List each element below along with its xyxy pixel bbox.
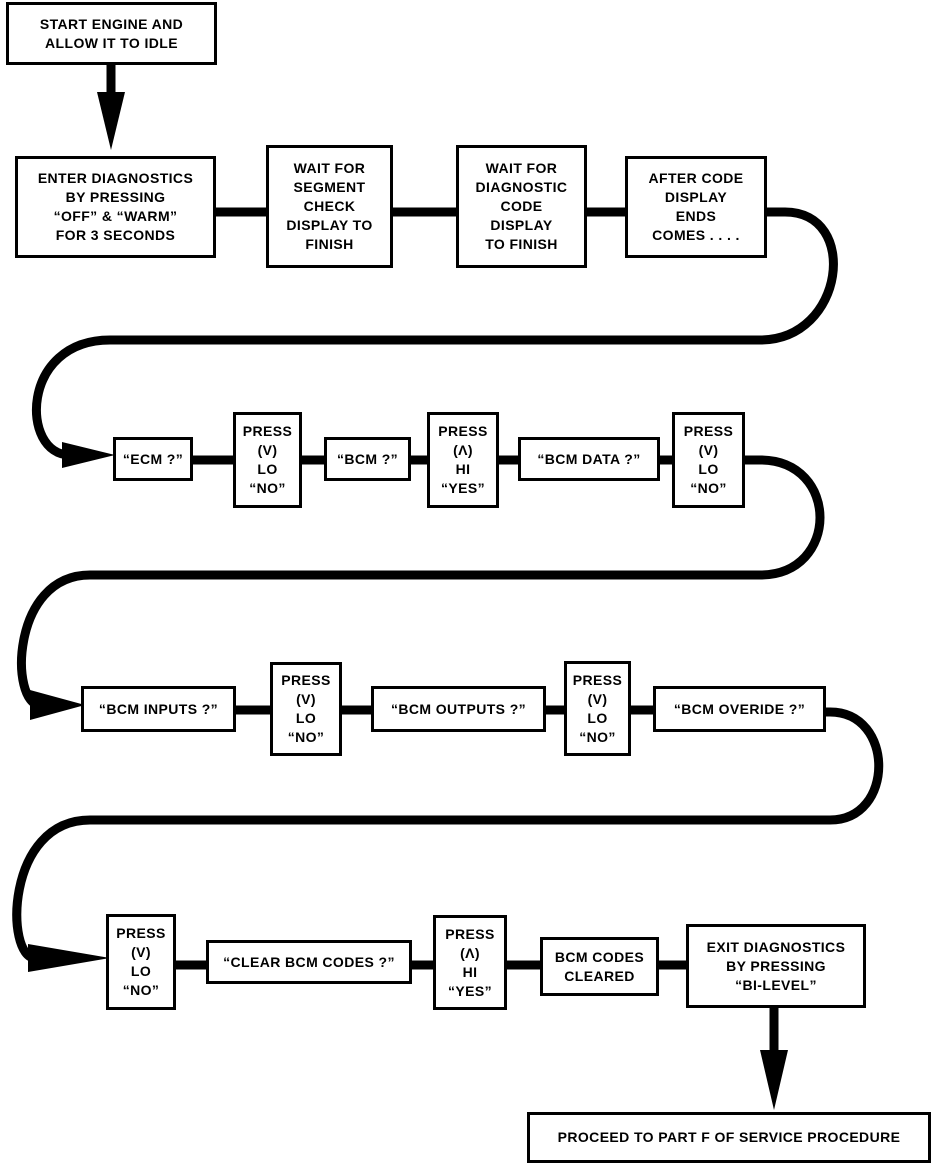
prompt-bcm-outputs: “BCM OUTPUTS ?” [371,686,546,732]
step-wait-segment-check-line: CHECK [303,198,356,214]
prompt-clear-bcm-codes-text: “CLEAR BCM CODES ?” [223,953,395,970]
connector-row2-loop [17,455,825,710]
step-wait-diagnostic-code-line: DIAGNOSTIC [475,179,568,195]
step-wait-diagnostic-code-line: WAIT FOR [485,160,558,176]
step-enter-diagnostics-line: ENTER DIAGNOSTICS [37,170,194,186]
step-after-code-display-line: AFTER CODE [648,170,744,186]
step-exit-diagnostics-line: BY PRESSING [726,957,826,974]
prompt-bcm-override: “BCM OVERIDE ?” [653,686,826,732]
press-no-6-line: (V) [131,944,151,960]
press-no-3: PRESS (V) LO “NO” [672,412,745,508]
prompt-bcm-text: “BCM ?” [336,450,399,467]
prompt-bcm-inputs: “BCM INPUTS ?” [81,686,236,732]
step-start-engine-line: ALLOW IT TO IDLE [45,34,178,51]
prompt-ecm-text: “ECM ?” [122,450,184,467]
press-no-6-line: PRESS [116,925,166,941]
press-no-3-line: LO [698,461,719,477]
prompt-ecm: “ECM ?” [113,437,193,481]
prompt-bcm-outputs-text: “BCM OUTPUTS ?” [390,700,527,717]
press-no-4-line: LO [295,710,317,726]
press-no-1-line: (V) [257,442,278,458]
step-enter-diagnostics-line: BY PRESSING [65,189,166,205]
step-exit-diagnostics-line: “BI-LEVEL” [735,976,817,993]
press-yes-7-line: PRESS [445,925,495,942]
press-no-3-line: PRESS [683,423,734,439]
step-wait-diagnostic-code-line: DISPLAY [490,217,553,233]
step-start-engine-line: START ENGINE AND [39,15,184,32]
step-wait-segment-check-line: FINISH [305,236,354,252]
arrowhead-right-row4 [28,944,110,972]
step-after-code-display-line: DISPLAY [664,189,728,205]
press-yes-2: PRESS (Λ) HI “YES” [427,412,499,508]
press-no-4: PRESS (V) LO “NO” [270,662,342,756]
arrowhead-right-ecm [62,442,115,468]
step-exit-diagnostics-line: EXIT DIAGNOSTICS [706,938,846,955]
press-no-3-line: “NO” [690,480,727,496]
step-proceed-part-f-line: PROCEED TO PART F OF SERVICE PROCEDURE [557,1129,901,1145]
step-bcm-codes-cleared: BCM CODES CLEARED [540,937,659,996]
press-no-6-line: LO [130,963,152,979]
connector-row3-loop [12,707,884,963]
prompt-clear-bcm-codes: “CLEAR BCM CODES ?” [206,940,412,984]
prompt-bcm-data: “BCM DATA ?” [518,437,660,481]
press-yes-2-line: PRESS [438,423,488,439]
press-yes-2-line: “YES” [440,480,485,496]
arrowhead-down-proceed [760,1050,788,1110]
step-wait-diagnostic-code-line: CODE [500,198,543,214]
press-no-6-line: “NO” [122,982,160,998]
step-start-engine: START ENGINE AND ALLOW IT TO IDLE [6,2,217,65]
press-no-3-line: (V) [698,442,719,458]
press-yes-7-line: (Λ) [460,944,480,961]
step-wait-segment-check-line: DISPLAY TO [286,217,373,233]
press-yes-2-line: HI [455,461,471,477]
prompt-bcm: “BCM ?” [324,437,411,481]
prompt-bcm-override-text: “BCM OVERIDE ?” [673,700,806,717]
press-no-5-line: (V) [587,690,608,707]
step-after-code-display-line: COMES . . . . [652,227,740,243]
press-no-5-line: PRESS [572,671,623,688]
arrowhead-down-start [97,92,125,150]
prompt-bcm-data-text: “BCM DATA ?” [537,450,641,467]
step-after-code-display: AFTER CODE DISPLAY ENDS COMES . . . . [625,156,767,258]
press-no-5-line: “NO” [579,728,616,745]
press-no-5: PRESS (V) LO “NO” [564,661,631,756]
prompt-bcm-inputs-text: “BCM INPUTS ?” [98,700,219,717]
press-no-1-line: PRESS [242,423,293,439]
connector-row1-loop [31,207,838,460]
press-no-1-line: LO [257,461,278,477]
press-no-4-line: “NO” [287,729,325,745]
press-no-5-line: LO [587,709,608,726]
press-no-4-line: PRESS [281,672,331,688]
step-enter-diagnostics-line: “OFF” & “WARM” [53,208,178,224]
press-no-6: PRESS (V) LO “NO” [106,914,176,1010]
step-wait-diagnostic-code-line: TO FINISH [485,236,558,252]
step-wait-diagnostic-code: WAIT FOR DIAGNOSTIC CODE DISPLAY TO FINI… [456,145,587,268]
arrowhead-right-inputs [30,690,85,720]
press-yes-7: PRESS (Λ) HI “YES” [433,915,507,1010]
step-bcm-codes-cleared-line: BCM CODES [554,948,645,965]
press-no-1-line: “NO” [249,480,286,496]
step-proceed-part-f: PROCEED TO PART F OF SERVICE PROCEDURE [527,1112,931,1163]
step-wait-segment-check: WAIT FOR SEGMENT CHECK DISPLAY TO FINISH [266,145,393,268]
press-yes-7-line: “YES” [447,982,492,999]
press-yes-2-line: (Λ) [453,442,473,458]
step-exit-diagnostics: EXIT DIAGNOSTICS BY PRESSING “BI-LEVEL” [686,924,866,1008]
press-no-4-line: (V) [296,691,316,707]
press-yes-7-line: HI [462,963,478,980]
step-enter-diagnostics-line: FOR 3 SECONDS [55,227,176,243]
step-bcm-codes-cleared-line: CLEARED [564,967,635,984]
step-wait-segment-check-line: SEGMENT [293,179,366,195]
step-wait-segment-check-line: WAIT FOR [293,160,366,176]
step-after-code-display-line: ENDS [675,208,717,224]
step-enter-diagnostics: ENTER DIAGNOSTICS BY PRESSING “OFF” & “W… [15,156,216,258]
press-no-1: PRESS (V) LO “NO” [233,412,302,508]
